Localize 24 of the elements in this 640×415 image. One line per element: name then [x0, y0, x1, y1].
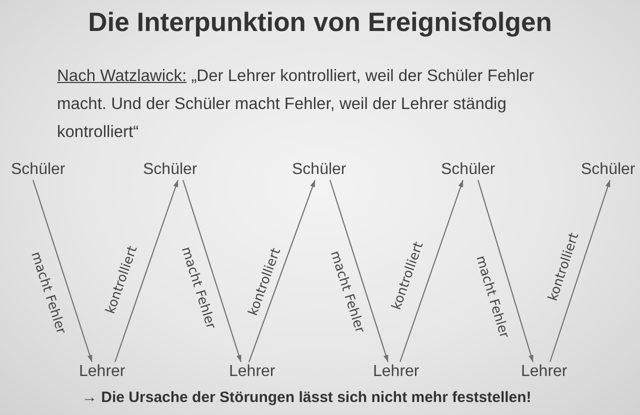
quote-paragraph: Nach Watzlawick: „Der Lehrer kontrolliert, weil der Schüler Fehler macht. Und der Schüler macht Fehler, weil der Lehrer ständig kontrolliert“	[57, 66, 536, 143]
role-label: Schüler	[581, 160, 636, 180]
edge-label: macht Fehler	[326, 249, 368, 335]
role-label: Schüler	[143, 160, 198, 180]
edge-label: macht Fehler	[472, 254, 512, 340]
role-label: Lehrer	[79, 362, 126, 382]
role-label: Schüler	[292, 160, 346, 180]
edge-label: macht Fehler	[28, 250, 68, 336]
arrow	[477, 180, 534, 362]
role-label: Lehrer	[373, 362, 420, 382]
arrow	[399, 180, 464, 362]
role-label: Lehrer	[229, 362, 276, 382]
arrow	[549, 180, 611, 362]
conclusion-text: → Die Ursache der Störungen lässt sich nicht mehr feststellen!	[82, 388, 532, 408]
arrow	[248, 180, 316, 362]
role-label: Lehrer	[521, 362, 568, 382]
role-label: Schüler	[11, 160, 66, 180]
arrow	[32, 180, 93, 362]
title: Die Interpunktion von Ereignisfolgen	[87, 6, 553, 38]
role-label: Schüler	[441, 160, 496, 180]
edge-label: macht Fehler	[178, 245, 218, 331]
arrow	[182, 180, 242, 362]
arrow	[329, 180, 389, 362]
arrow	[114, 180, 179, 362]
